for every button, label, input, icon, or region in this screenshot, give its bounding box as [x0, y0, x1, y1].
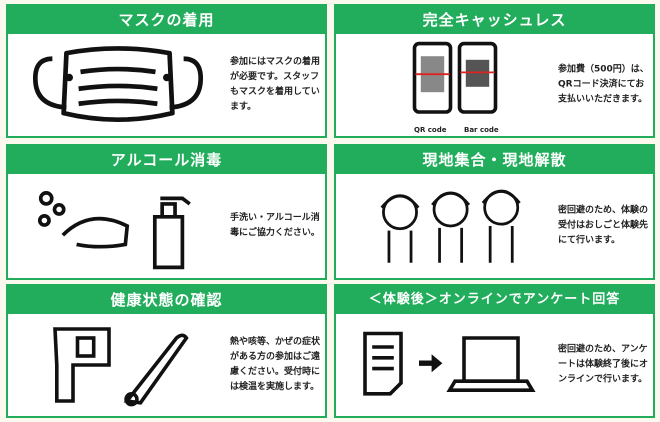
panel-title: 現地集合・現地解散 — [336, 146, 653, 174]
smartphone-payment-icon: QR code Bar code — [346, 40, 546, 134]
panel-survey: ＜体験後＞オンラインでアンケート回答 密回避のため、アンケートは体験終了後にオン… — [334, 284, 655, 418]
panel-meeting: 現地集合・現地解散 密回避のため、体験の受付はおしごと体験先にて行います。 — [334, 144, 655, 280]
panel-mask: マスクの着用 参加にはマスクの着用が必要です。スタッフもマスクを着用しています。 — [6, 4, 327, 138]
thermometer-icon — [18, 320, 218, 410]
panel-alcohol: アルコール消毒 手洗い・アルコール消毒にご協力ください。 — [6, 144, 327, 280]
panel-text: 熱や咳等、かぜの症状がある方の参加はご遠慮ください。受付時には検温を実施します。 — [230, 337, 321, 392]
children-walking-icon — [346, 180, 546, 272]
online-survey-icon — [346, 320, 546, 410]
panel-text: 密回避のため、アンケートは体験終了後にオンラインで行います。 — [558, 344, 649, 385]
panel-text: 密回避のため、体験の受付はおしごと体験先にて行います。 — [558, 205, 649, 246]
panel-text: 参加費（500円）は、QRコード決済にてお支払いいただきます。 — [558, 64, 649, 105]
panel-title: 健康状態の確認 — [8, 286, 325, 314]
panel-text: 参加にはマスクの着用が必要です。スタッフもマスクを着用しています。 — [230, 57, 321, 112]
panel-title: 完全キャッシュレス — [336, 6, 653, 34]
panel-title: マスクの着用 — [8, 6, 325, 34]
panel-title: アルコール消毒 — [8, 146, 325, 174]
bar-code-label: Bar code — [464, 126, 499, 134]
qr-code-label: QR code — [414, 126, 447, 134]
mask-icon — [18, 40, 218, 130]
panel-title: ＜体験後＞オンラインでアンケート回答 — [336, 286, 653, 314]
panel-health: 健康状態の確認 熱や咳等、かぜの症状がある方の参加はご遠慮ください。受付時には検… — [6, 284, 327, 418]
panel-text: 手洗い・アルコール消毒にご協力ください。 — [230, 213, 320, 238]
hand-sanitizer-icon — [18, 180, 218, 272]
panel-cashless: 完全キャッシュレス QR code Bar code 参加費（500円）は、QR… — [334, 4, 655, 138]
